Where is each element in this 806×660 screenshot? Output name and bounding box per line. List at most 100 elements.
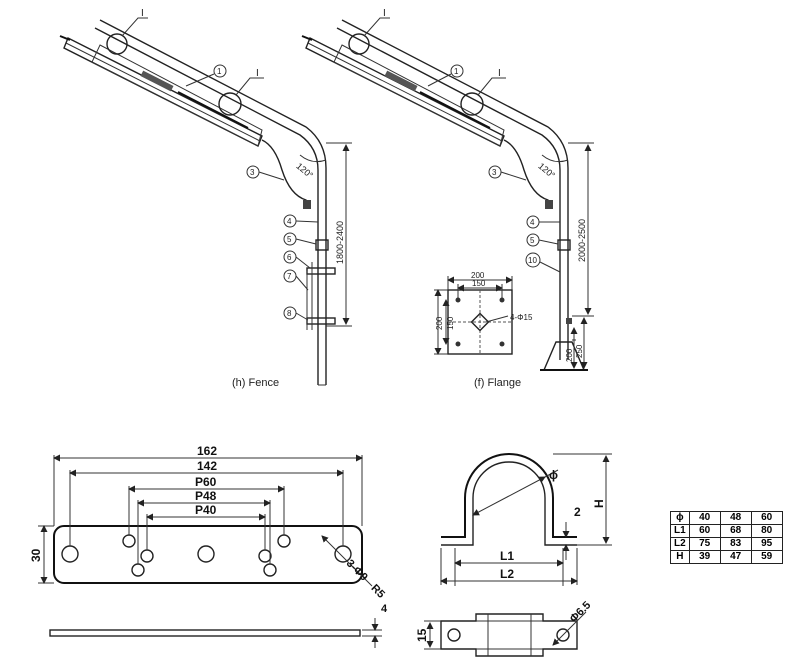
table-cell: L1 — [670, 524, 690, 538]
bar-thickness-dim: 4 — [381, 603, 388, 615]
fence-label-I-mid: I — [256, 68, 259, 79]
fence-callout-5: 5 — [283, 232, 317, 246]
fence-callout-1: 1 — [185, 64, 227, 87]
fence-cable — [261, 139, 308, 208]
flange-lamp-body — [301, 35, 505, 147]
flange-arm-and-pole — [336, 19, 569, 360]
mounting-bar-side-view — [49, 629, 361, 637]
table-cell: 95 — [750, 537, 783, 551]
flange-callout-10: 10 — [525, 252, 561, 273]
svg-text:3: 3 — [492, 168, 497, 177]
fence-callout-4: 4 — [283, 214, 319, 228]
fence-clamp-6 — [306, 267, 336, 275]
flange-angle-label: 120° — [536, 161, 557, 181]
u-clamp-outline — [441, 453, 577, 538]
flange-detail-circle-mid — [460, 92, 484, 116]
fence-angle-label: 120° — [294, 161, 315, 181]
table-cell: ϕ — [670, 511, 690, 525]
svg-text:7: 7 — [287, 272, 292, 281]
u-clamp-drawing: ϕ H 2 L1 L2 15 — [415, 453, 612, 657]
table-cell: 83 — [719, 537, 752, 551]
svg-text:4: 4 — [530, 218, 535, 227]
table-cell: 40 — [688, 511, 721, 525]
mounting-bar-plate — [53, 525, 363, 584]
svg-text:5: 5 — [530, 236, 535, 245]
svg-text:6: 6 — [287, 253, 292, 262]
fence-label-I-top: I — [141, 8, 144, 19]
fence-detail-circle-top — [106, 33, 128, 55]
table-cell: 59 — [750, 550, 783, 564]
fence-cable-connector — [303, 200, 311, 209]
table-cell: 60 — [688, 524, 721, 538]
clamp-hole-label: Φ6.5 — [568, 599, 594, 625]
flange-callout-5: 5 — [526, 233, 559, 247]
flange-caption: (f) Flange — [474, 377, 521, 389]
flange-detail-circle-top — [348, 33, 370, 55]
plate-width-inner: 150 — [472, 279, 486, 288]
flange-mount-drawing: I I 120° 1 3 4 5 10 — [301, 8, 594, 389]
flange-cable-connector — [545, 200, 553, 209]
plate-width-outer: 200 — [471, 271, 485, 280]
fence-arm-and-pole — [94, 19, 327, 386]
flange-label-I-top: I — [383, 8, 386, 19]
clamp-l2-label: L2 — [500, 567, 514, 581]
table-cell: 48 — [719, 511, 752, 525]
svg-text:10: 10 — [528, 256, 537, 265]
clamp-thickness-label: 2 — [574, 505, 581, 519]
fence-clamp-8 — [306, 317, 336, 325]
table-row: L1 60 68 80 — [670, 524, 783, 538]
flange-dim-200: 200 — [565, 348, 574, 362]
fence-detail-circle-mid — [218, 92, 242, 116]
table-cell: H — [670, 550, 690, 564]
table-cell: 60 — [750, 511, 783, 525]
svg-text:3: 3 — [250, 168, 255, 177]
svg-text:4: 4 — [287, 217, 292, 226]
svg-text:5: 5 — [287, 235, 292, 244]
table-row: L2 75 83 95 — [670, 537, 783, 551]
table-cell: 80 — [750, 524, 783, 538]
flange-label-I-mid: I — [498, 68, 501, 79]
clamp-h-label: H — [592, 499, 606, 508]
flange-callout-3: 3 — [488, 165, 527, 181]
u-clamp-bottom-view: 15 Φ6.5 — [415, 599, 594, 657]
clamp-phi-label: ϕ — [549, 468, 558, 482]
table-cell: 47 — [719, 550, 752, 564]
flange-plate-view: 200 150 200 150 4-Φ15 — [434, 271, 533, 355]
plate-holes-label: 4-Φ15 — [510, 313, 533, 322]
fence-caption: (h) Fence — [232, 377, 279, 389]
clamp-l1-label: L1 — [500, 549, 514, 563]
table-row: H 39 47 59 — [670, 550, 783, 564]
table-cell: L2 — [670, 537, 690, 551]
fence-mount-drawing: I I 120° 1 3 4 5 — [59, 8, 352, 389]
table-cell: 39 — [688, 550, 721, 564]
fence-clamp-5 — [315, 239, 329, 251]
bar-p48-dim: P48 — [195, 489, 217, 503]
flange-height-dim: 2000-2500 — [577, 219, 587, 262]
bar-p40-dim: P40 — [195, 503, 217, 517]
svg-text:1: 1 — [217, 67, 222, 76]
clamp-width-label: 15 — [415, 628, 429, 642]
bar-p60-dim: P60 — [195, 475, 217, 489]
flange-callout-1: 1 — [427, 64, 464, 87]
table-cell: 75 — [688, 537, 721, 551]
flange-dim-250: 250 — [575, 344, 584, 358]
fence-callout-6: 6 — [283, 250, 311, 269]
svg-text:1: 1 — [454, 67, 459, 76]
flange-clamp-5 — [557, 239, 571, 251]
fence-height-dim: 1800-2400 — [335, 221, 345, 264]
fence-lamp-body — [59, 35, 263, 147]
fence-callout-7: 7 — [283, 269, 309, 291]
plate-height-outer: 200 — [435, 316, 444, 330]
fence-callout-3: 3 — [246, 165, 285, 181]
table-row: ϕ 40 48 60 — [670, 511, 783, 525]
bar-length-dim: 162 — [197, 444, 217, 458]
fence-callout-8: 8 — [283, 306, 309, 321]
clamp-spec-table: ϕ 40 48 60 L1 60 68 80 L2 75 83 95 H 39 … — [670, 511, 783, 564]
plate-height-inner: 150 — [446, 316, 455, 330]
svg-text:8: 8 — [287, 309, 292, 318]
table-cell: 68 — [719, 524, 752, 538]
bar-span-dim: 142 — [197, 459, 217, 473]
flange-cable — [503, 139, 550, 208]
mounting-bar-drawing: 162 142 P60 P48 P40 30 3-Φ9 R5 4 — [29, 444, 388, 648]
bar-height-dim: 30 — [29, 548, 43, 562]
